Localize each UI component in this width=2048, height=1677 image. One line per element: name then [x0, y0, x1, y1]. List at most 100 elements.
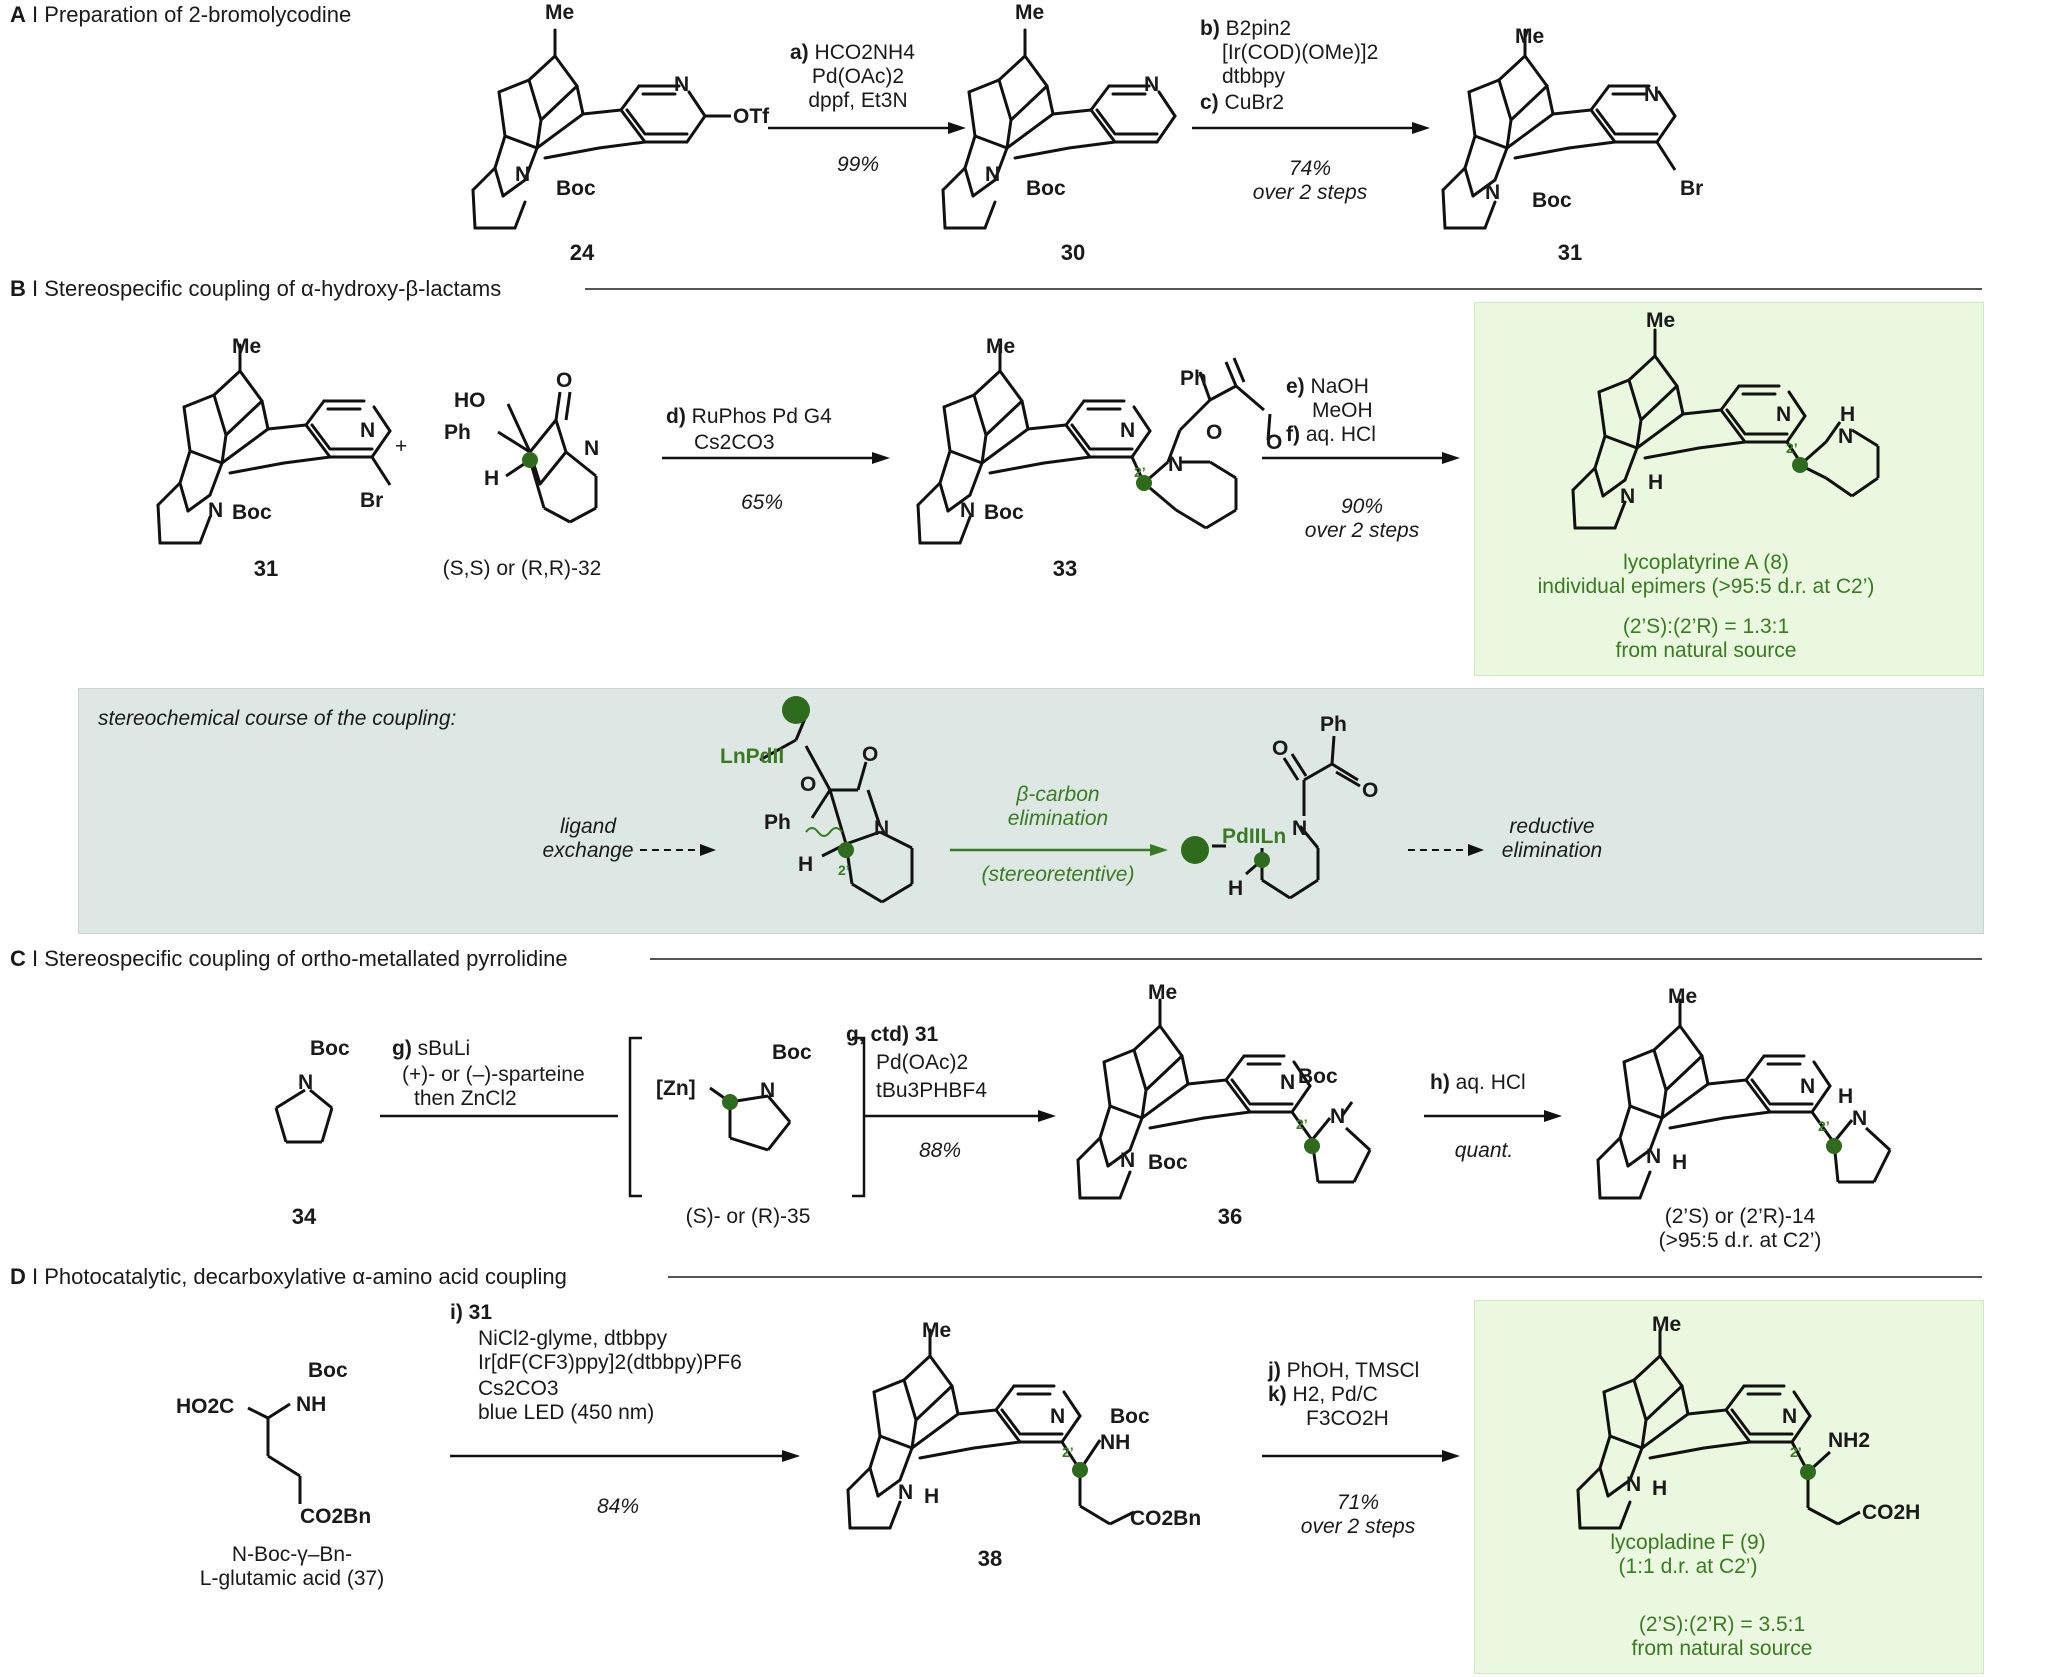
reagent-f: f) aq. HCl — [1286, 422, 1376, 447]
section-letter: D — [10, 1264, 26, 1289]
zinc-label: [Zn] — [656, 1077, 696, 1100]
atom-n: N — [898, 1481, 914, 1504]
atom-n: N — [1280, 1071, 1296, 1094]
atom-me: Me — [1148, 981, 1178, 1004]
reagent-k: k) H2, Pd/C — [1268, 1382, 1378, 1407]
yield-g: 88% — [918, 1139, 962, 1162]
section-rule-d — [668, 1276, 1982, 1278]
section-b-title-text: Stereospecific coupling of α-hydroxy-β-l… — [44, 276, 502, 301]
atom-n: N — [1800, 1075, 1816, 1098]
atom-co2bn: CO2Bn — [1130, 1507, 1202, 1530]
stereocenter-label: 2’ — [838, 862, 850, 878]
atom-me: Me — [1515, 25, 1545, 48]
atom-br: Br — [1680, 177, 1704, 200]
yield-jk: 71% — [1336, 1491, 1380, 1514]
atom-co2bn: CO2Bn — [300, 1505, 372, 1528]
compound-36: 36 — [1217, 1204, 1243, 1229]
atom-o: O — [1266, 431, 1283, 454]
reagent-i-line5: blue LED (450 nm) — [478, 1401, 655, 1424]
compound-14-dr: (>95:5 d.r. at C2’) — [1658, 1229, 1822, 1252]
atom-h: H — [1840, 403, 1856, 426]
compound-31: 31 — [253, 556, 279, 581]
atom-n-boc: N — [208, 499, 224, 522]
reagent-label: f) — [1286, 423, 1300, 446]
compound-33: 33 — [1052, 556, 1078, 581]
section-c-title: C I Stereospecific coupling of ortho-met… — [10, 946, 568, 971]
atom-n: N — [1168, 453, 1184, 476]
atom-n: N — [874, 817, 890, 840]
atom-boc: Boc — [1110, 1405, 1150, 1428]
atom-n: N — [1620, 485, 1636, 508]
compound-34: 34 — [291, 1204, 317, 1229]
reagent-label: b) — [1200, 17, 1220, 40]
atom-boc: Boc — [310, 1037, 350, 1060]
reagent-line: 31 — [468, 1301, 493, 1324]
atom-n-boc: N — [515, 163, 531, 186]
reagent-line: aq. HCl — [1305, 423, 1376, 446]
atom-n-boc: N — [985, 163, 1001, 186]
atom-n: N — [1644, 83, 1660, 106]
atom-me: Me — [1015, 1, 1045, 24]
section-d-title-text: Photocatalytic, decarboxylative α-amino … — [44, 1264, 567, 1289]
atom-boc: Boc — [772, 1041, 812, 1064]
reagent-line: 31 — [914, 1023, 939, 1046]
section-a-title-text: Preparation of 2-bromolycodine — [44, 2, 352, 27]
atom-me: Me — [545, 1, 575, 24]
atom-n: N — [1852, 1107, 1868, 1130]
reagent-i: i) 31 — [450, 1300, 492, 1325]
atom-ph: Ph — [1180, 367, 1207, 390]
product-9-subtitle: (1:1 d.r. at C2’) — [1618, 1555, 1758, 1578]
atom-me: Me — [1646, 309, 1676, 332]
mechanism-step2-b: elimination — [1007, 807, 1109, 830]
reagent-label: g) — [392, 1037, 412, 1060]
atom-o: O — [1362, 779, 1379, 802]
atom-me: Me — [922, 1319, 952, 1342]
atom-boc: Boc — [1026, 177, 1066, 200]
reagent-d: d) RuPhos Pd G4 — [666, 404, 832, 429]
compound-37-line2: L-glutamic acid (37) — [199, 1567, 385, 1590]
mechanism-step1: ligand — [559, 815, 617, 838]
product-box-lycopladine — [1474, 1300, 1984, 1674]
reagent-g-ctd-line3: tBu3PHBF4 — [876, 1079, 987, 1102]
atom-n-boc: N — [960, 499, 976, 522]
atom-h: H — [1838, 1085, 1854, 1108]
atom-me: Me — [232, 335, 262, 358]
palladium-complex: PdIILn — [1222, 825, 1287, 848]
atom-o: O — [862, 743, 879, 766]
reagent-line: HCO2NH4 — [814, 41, 915, 64]
compound-14: (2’S) or (2’R)-14 — [1664, 1205, 1816, 1228]
atom-n-boc: N — [1485, 181, 1501, 204]
reagent-label: h) — [1430, 1071, 1450, 1094]
atom-co2h: CO2H — [1862, 1501, 1921, 1524]
reagent-e-line2: MeOH — [1312, 399, 1373, 422]
yield-i: 84% — [596, 1495, 640, 1518]
reagent-e: e) NaOH — [1286, 374, 1369, 399]
reagent-d-line2: Cs2CO3 — [694, 431, 775, 454]
plus-sign: + — [395, 435, 408, 458]
compound-31: 31 — [1557, 240, 1583, 265]
reagent-i-line2: NiCl2-glyme, dtbbpy — [478, 1327, 668, 1350]
yield-ef-steps: over 2 steps — [1304, 519, 1420, 542]
product-9-source: from natural source — [1631, 1637, 1813, 1660]
reagent-label: k) — [1268, 1383, 1287, 1406]
yield-d: 65% — [740, 491, 784, 514]
atom-n: N — [1782, 1405, 1798, 1428]
atom-h: H — [798, 853, 814, 876]
atom-o: O — [1272, 737, 1289, 760]
reagent-line: NaOH — [1310, 375, 1369, 398]
atom-n: N — [360, 419, 376, 442]
atom-boc: Boc — [1298, 1065, 1338, 1088]
compound-35: (S)- or (R)-35 — [685, 1205, 811, 1228]
product-9-name: lycopladine F (9) — [1610, 1531, 1766, 1554]
atom-h: H — [1228, 877, 1244, 900]
atom-ho: HO — [454, 389, 486, 412]
atom-n: N — [1050, 1405, 1066, 1428]
mechanism-step2: β-carbon — [1016, 783, 1100, 806]
atom-n-boc: N — [1120, 1149, 1136, 1172]
reagent-b-line2: [Ir(COD)(OMe)]2 — [1222, 41, 1379, 64]
atom-boc: Boc — [308, 1359, 348, 1382]
atom-n: N — [1330, 1105, 1346, 1128]
section-rule-b — [585, 288, 1982, 290]
atom-boc: Boc — [232, 501, 272, 524]
product-8-subtitle: individual epimers (>95:5 d.r. at C2’) — [1537, 575, 1875, 598]
